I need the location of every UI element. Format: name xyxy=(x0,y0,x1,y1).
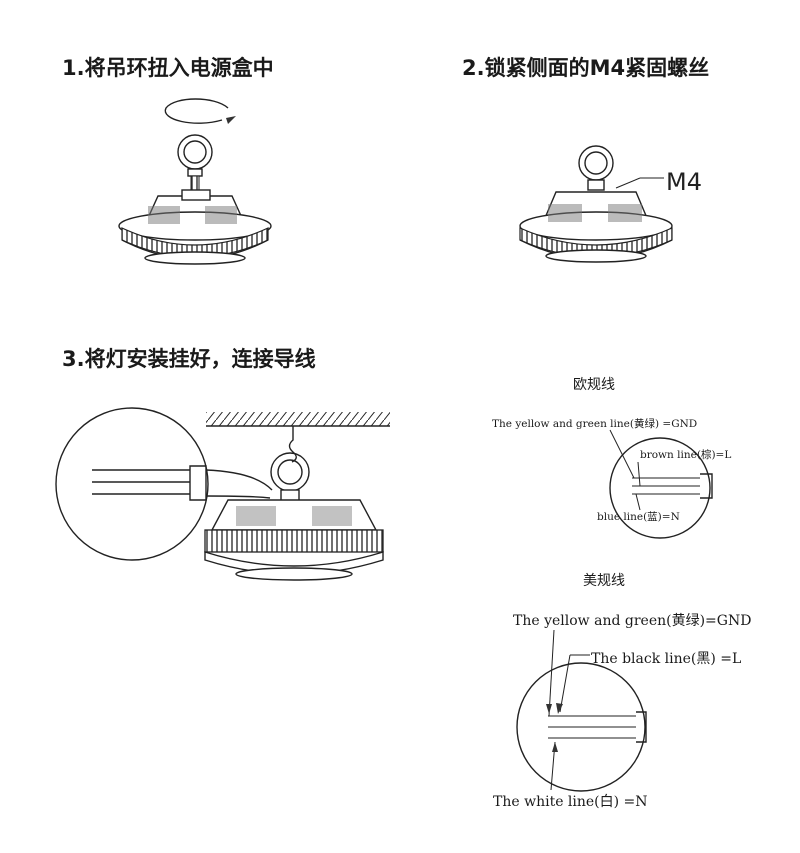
wire-magnifier-icon xyxy=(55,407,273,561)
step-2-title: 2.锁紧侧面的M4紧固螺丝 xyxy=(462,56,710,80)
eye-bolt-icon xyxy=(578,145,614,191)
rotation-arrow-icon xyxy=(164,98,236,124)
us-wiring-heading: 美规线 xyxy=(583,573,625,589)
us-live-label: The black line(黑) =L xyxy=(591,651,741,667)
us-wiring-diagram: 美规线 The yellow and green(黄绿)=GND The bla… xyxy=(493,573,751,810)
eu-wiring-diagram: 欧规线 The yellow and green line(黄绿) =GND b… xyxy=(492,377,731,539)
lamp-body-icon xyxy=(519,191,673,263)
eu-wiring-heading: 欧规线 xyxy=(573,377,615,393)
eu-ground-label: The yellow and green line(黄绿) =GND xyxy=(492,417,697,430)
eye-bolt-icon xyxy=(177,134,213,191)
lamp-body-icon xyxy=(118,189,272,265)
m4-label: M4 xyxy=(666,168,702,196)
eu-live-label: brown line(棕)=L xyxy=(640,448,731,461)
step-1-illustration xyxy=(118,98,272,265)
us-ground-label: The yellow and green(黄绿)=GND xyxy=(513,612,751,629)
step-3-illustration xyxy=(55,407,390,581)
eu-neutral-label: blue line(蓝)=N xyxy=(597,511,680,523)
us-neutral-label: The white line(白) =N xyxy=(493,794,648,810)
step-3-title: 3.将灯安装挂好，连接导线 xyxy=(62,347,316,371)
step-2-illustration: M4 xyxy=(519,145,702,263)
m4-screw-callout: M4 xyxy=(615,168,702,196)
eye-bolt-icon xyxy=(270,452,310,503)
ceiling-icon xyxy=(206,412,390,427)
lamp-body-icon xyxy=(204,499,384,581)
step-1-title: 1.将吊环扭入电源盒中 xyxy=(62,56,274,80)
